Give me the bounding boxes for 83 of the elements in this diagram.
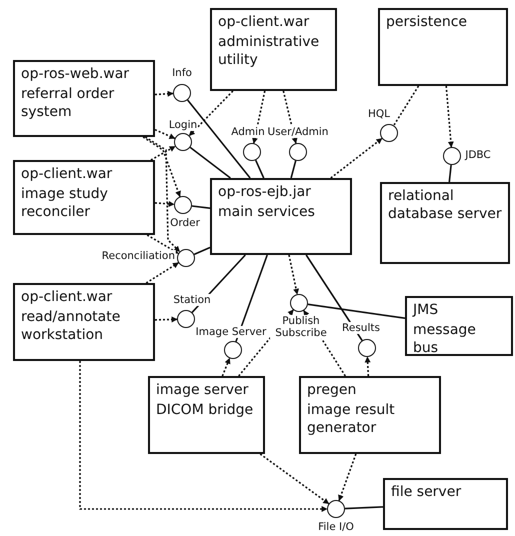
component-box	[299, 376, 441, 454]
component-box	[380, 182, 510, 264]
connector-line	[344, 506, 384, 510]
component-label: op-ros-ejb.jar	[218, 183, 312, 202]
component-label: image study reconciler	[21, 185, 109, 222]
component-box	[13, 160, 155, 235]
dependency-arrow	[144, 136, 180, 252]
interface-circle	[327, 500, 345, 518]
dependency-arrow	[364, 356, 371, 376]
component-label: op-client.war	[21, 165, 114, 184]
component-label: file server	[391, 483, 462, 502]
component-label: persistence	[386, 13, 468, 32]
dependency-arrow	[142, 136, 181, 198]
interface-label: Order	[169, 216, 201, 230]
interface-circle	[224, 341, 242, 359]
dependency-arrow	[154, 90, 174, 97]
interface-circle	[380, 124, 398, 142]
interface-circle	[443, 147, 461, 165]
connector-line	[194, 246, 210, 256]
component-box	[210, 8, 337, 91]
dependency-arrow	[188, 90, 234, 136]
interface-circle	[290, 294, 308, 312]
component-box	[405, 296, 513, 356]
component-label: read/annotate workstation	[21, 308, 122, 345]
component-label: referral order system	[21, 85, 116, 122]
component-label: op-client.war	[218, 13, 310, 32]
component-box	[13, 60, 155, 137]
interface-label: Image Server	[194, 326, 268, 338]
dependency-arrow	[154, 128, 176, 140]
dependency-arrow	[146, 234, 179, 254]
connector-line	[448, 164, 452, 182]
interface-label: JDBC	[464, 148, 492, 162]
dependency-arrow	[288, 254, 300, 295]
component-label: JMS	[413, 301, 440, 320]
interface-circle	[173, 84, 191, 102]
dependency-arrow	[252, 90, 266, 144]
dependency-arrow	[260, 453, 330, 504]
connector-line	[308, 304, 406, 319]
component-label: DICOM bridge	[156, 401, 254, 420]
interface-label: Login	[168, 118, 198, 132]
interface-label: HQL	[367, 108, 391, 120]
dependency-arrow	[330, 138, 382, 179]
dependency-arrow	[146, 262, 179, 284]
component-box	[210, 178, 352, 255]
interface-label: User/Admin	[266, 126, 330, 138]
interface-circle	[174, 133, 192, 151]
dependency-arrow	[222, 358, 230, 376]
interface-circle	[243, 143, 261, 161]
dependency-arrow	[150, 146, 176, 161]
component-box	[383, 478, 508, 530]
component-label: administrative utility	[218, 33, 320, 70]
component-label: image result generator	[307, 401, 396, 438]
component-box	[13, 283, 155, 361]
interface-label: Admin	[230, 126, 266, 138]
interface-label: Reconciliation	[100, 250, 176, 262]
dependency-arrow	[445, 86, 454, 148]
interface-circle	[174, 196, 192, 214]
connector-line	[190, 146, 231, 179]
component-label: op-client.war	[21, 288, 114, 306]
dependency-arrow	[79, 360, 328, 512]
dependency-arrow	[154, 200, 175, 207]
dependency-arrow	[154, 316, 178, 322]
connector-line	[186, 100, 251, 178]
connector-line	[192, 205, 210, 209]
component-label: relational database server	[388, 187, 502, 224]
interface-label: Station	[172, 294, 212, 306]
component-box	[148, 376, 265, 454]
component-label: pregen	[307, 381, 358, 400]
interface-label: Info	[171, 66, 193, 80]
interface-circle	[289, 143, 307, 161]
interface-label: File I/O	[317, 520, 355, 534]
component-label: image server	[156, 381, 250, 400]
interface-circle	[177, 249, 195, 267]
connector-line	[254, 160, 264, 178]
dependency-arrow	[338, 454, 357, 502]
component-box	[378, 8, 508, 86]
component-label: op-ros-web.war	[21, 65, 130, 84]
component-label: main services	[218, 203, 316, 222]
component-label: message bus	[413, 321, 477, 358]
connector-line	[290, 160, 296, 178]
interface-circle	[358, 339, 376, 357]
interface-circle	[177, 310, 195, 328]
interface-label: Results	[341, 322, 381, 334]
